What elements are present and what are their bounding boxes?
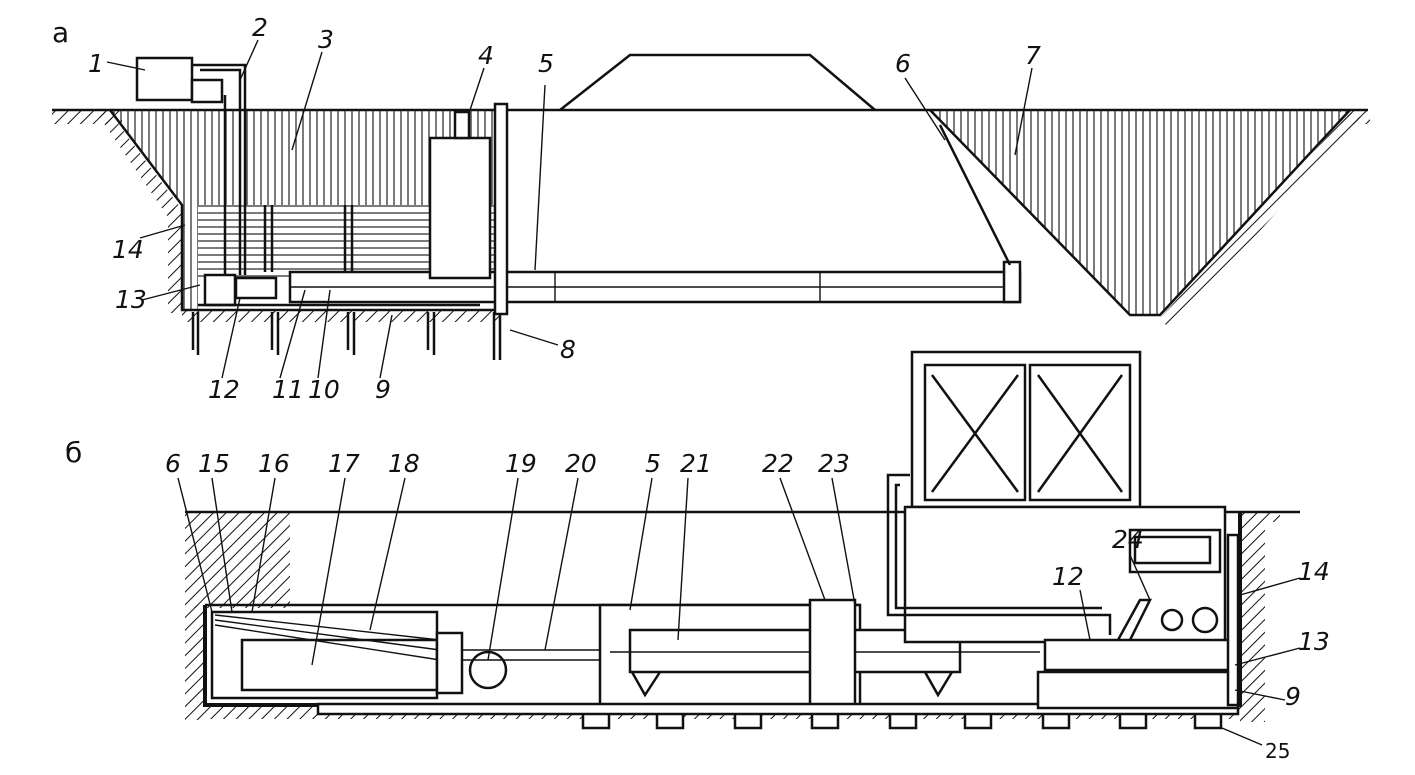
callout: 23 bbox=[818, 449, 850, 478]
callout: 7 bbox=[1025, 41, 1041, 70]
callout: 21 bbox=[680, 449, 712, 478]
pit-struts bbox=[263, 205, 354, 272]
callout: 12 bbox=[1052, 562, 1084, 591]
callout: 6 bbox=[165, 449, 181, 478]
callout: 11 bbox=[272, 375, 304, 404]
pump-motor bbox=[1160, 608, 1184, 632]
callout: 5 bbox=[538, 49, 554, 78]
callout: 25 bbox=[1265, 739, 1290, 763]
callout: 5 bbox=[645, 449, 661, 478]
left-pit-fill bbox=[110, 110, 505, 310]
pump-station-annex bbox=[190, 78, 224, 104]
hydraulic-hose bbox=[886, 473, 1112, 635]
callout: 16 bbox=[258, 449, 290, 478]
pile bbox=[191, 312, 200, 355]
callout: 22 bbox=[762, 449, 794, 478]
callout: 9 bbox=[375, 375, 391, 404]
callout: 2 bbox=[252, 13, 268, 42]
callout: 24 bbox=[1112, 525, 1144, 554]
pile bbox=[346, 312, 356, 355]
lever-arm bbox=[1116, 598, 1153, 641]
callout: 14 bbox=[1298, 557, 1330, 586]
callout: 1 bbox=[88, 49, 104, 78]
callout: 13 bbox=[1298, 627, 1330, 656]
callout: 10 bbox=[308, 375, 340, 404]
panel-b: б bbox=[65, 350, 1330, 763]
pipe-head bbox=[1002, 260, 1022, 304]
jack-frame bbox=[1043, 638, 1237, 672]
right-slope-hatch bbox=[1160, 112, 1362, 330]
pit-floor-hatch bbox=[182, 310, 502, 322]
panel-a: а bbox=[52, 13, 1370, 404]
sheet-pile-b bbox=[1226, 533, 1240, 707]
pump-wheel bbox=[1191, 606, 1219, 634]
pile bbox=[426, 312, 436, 355]
control-window bbox=[1133, 535, 1212, 565]
thrust-wall bbox=[203, 273, 237, 307]
base-frame bbox=[1036, 670, 1240, 710]
panel-a-label: а bbox=[52, 16, 69, 49]
left-slope-hatch bbox=[96, 110, 180, 220]
callout: 13 bbox=[115, 285, 147, 314]
shaft-top bbox=[453, 110, 471, 140]
callout: 15 bbox=[198, 449, 230, 478]
leaders-a bbox=[106, 39, 1033, 379]
callout: 17 bbox=[328, 449, 360, 478]
panel-b-label: б bbox=[65, 436, 82, 469]
right-wall-hatch-b bbox=[1240, 522, 1265, 722]
callout: 19 bbox=[505, 449, 537, 478]
thrust-block bbox=[808, 598, 857, 707]
callout: 6 bbox=[895, 49, 911, 78]
inclined-pipe bbox=[938, 124, 1012, 266]
callout: 18 bbox=[388, 449, 420, 478]
rail-sleepers bbox=[581, 710, 1223, 730]
leaders-b bbox=[177, 477, 1301, 746]
cables bbox=[214, 614, 441, 661]
ground-hatch-b-right bbox=[1240, 512, 1280, 522]
callout: 3 bbox=[318, 25, 334, 54]
pressure-ring bbox=[435, 631, 464, 695]
supply-pipes bbox=[192, 63, 247, 275]
callout: 4 bbox=[478, 41, 494, 70]
ground-hatch-b-left bbox=[185, 512, 290, 608]
callout: 9 bbox=[1285, 682, 1301, 711]
callout: 14 bbox=[112, 235, 144, 264]
right-pit-fill bbox=[930, 110, 1350, 315]
right-pit-wall bbox=[929, 109, 1351, 317]
soil-box bbox=[240, 638, 439, 692]
jack-unit bbox=[234, 276, 278, 300]
shaft-structure bbox=[428, 136, 492, 280]
winch-drum bbox=[468, 650, 508, 690]
callout: 20 bbox=[565, 449, 597, 478]
station-crossbraces bbox=[930, 374, 1124, 493]
push-rods bbox=[462, 649, 600, 661]
left-wall-hatch-b bbox=[185, 605, 205, 720]
hydraulic-hose-return bbox=[894, 483, 1102, 610]
embankment bbox=[559, 53, 876, 111]
left-wall-hatch bbox=[168, 208, 182, 313]
pump-station bbox=[135, 56, 194, 102]
pile bbox=[492, 312, 502, 360]
pile bbox=[270, 312, 280, 355]
callout: 8 bbox=[560, 335, 576, 364]
callout: 12 bbox=[208, 375, 240, 404]
sheet-pile-wall bbox=[493, 102, 509, 316]
jack-supports bbox=[630, 671, 954, 698]
